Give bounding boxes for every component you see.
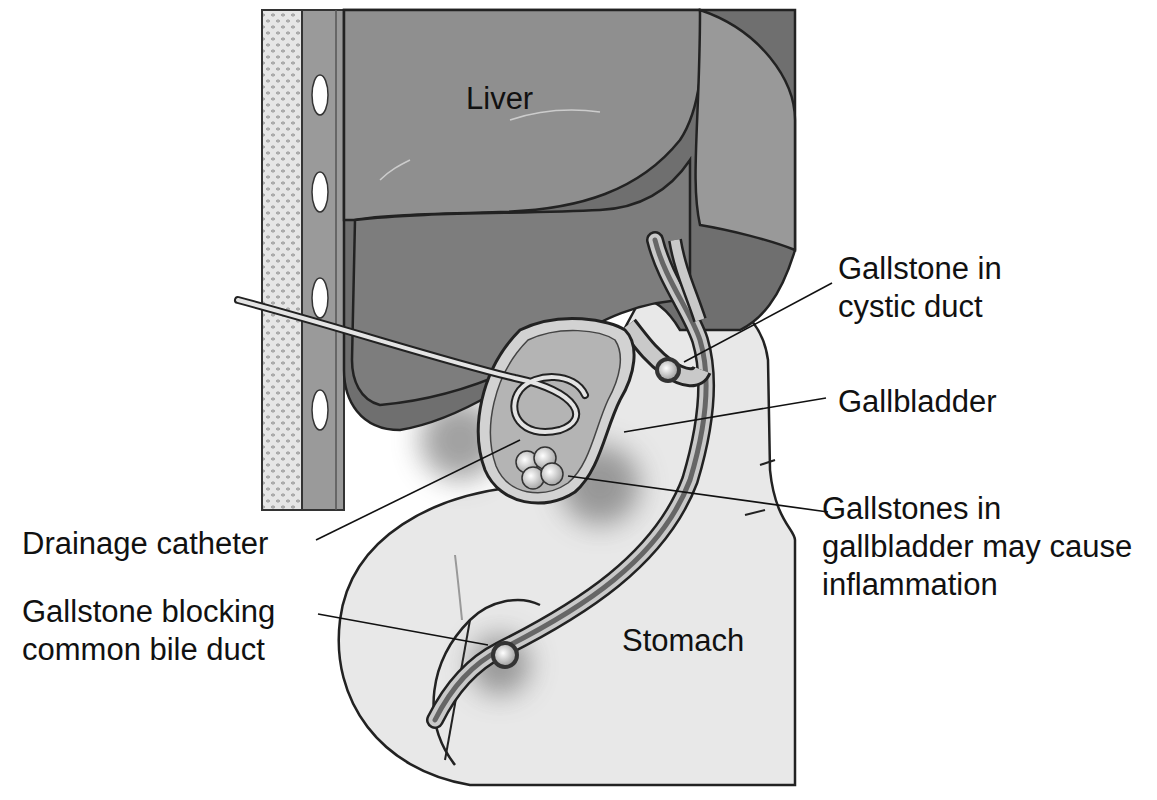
organ-label: Stomach (622, 622, 744, 660)
callout-label: Gallstones in gallbladder may cause infl… (822, 490, 1152, 604)
organ-label: Liver (466, 80, 533, 118)
callout-label: Gallstone in cystic duct (838, 250, 1078, 326)
gallstone (659, 361, 677, 379)
callout-label: Gallbladder (838, 383, 997, 421)
body-wall (262, 10, 344, 510)
drainage-catheter (238, 300, 585, 432)
callout-label: Gallstone blocking common bile duct (22, 593, 332, 669)
leader-lines (316, 283, 832, 645)
callout-label: Drainage catheter (22, 525, 268, 563)
gallbladder (478, 318, 681, 669)
